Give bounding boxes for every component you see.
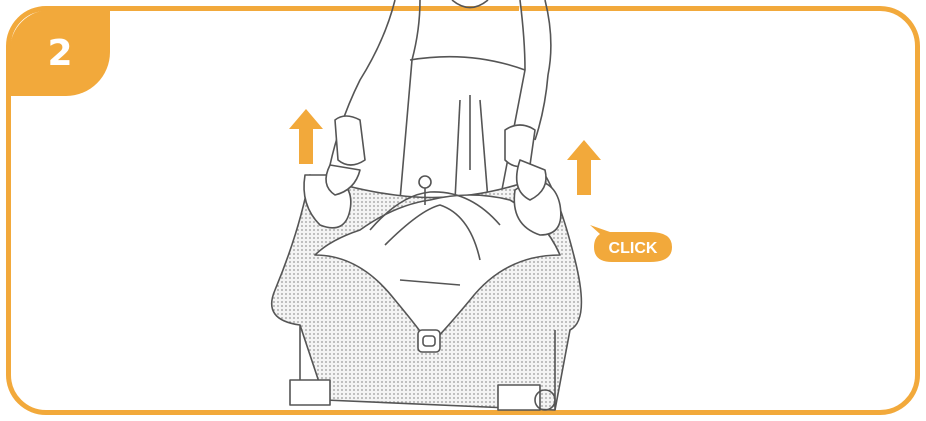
up-arrow-icon <box>289 109 323 164</box>
step-badge: 2 <box>10 10 110 96</box>
click-label: CLICK <box>609 240 658 257</box>
up-arrow-icon <box>567 140 601 195</box>
click-callout: CLICK <box>590 225 672 262</box>
step-number: 2 <box>47 33 72 74</box>
